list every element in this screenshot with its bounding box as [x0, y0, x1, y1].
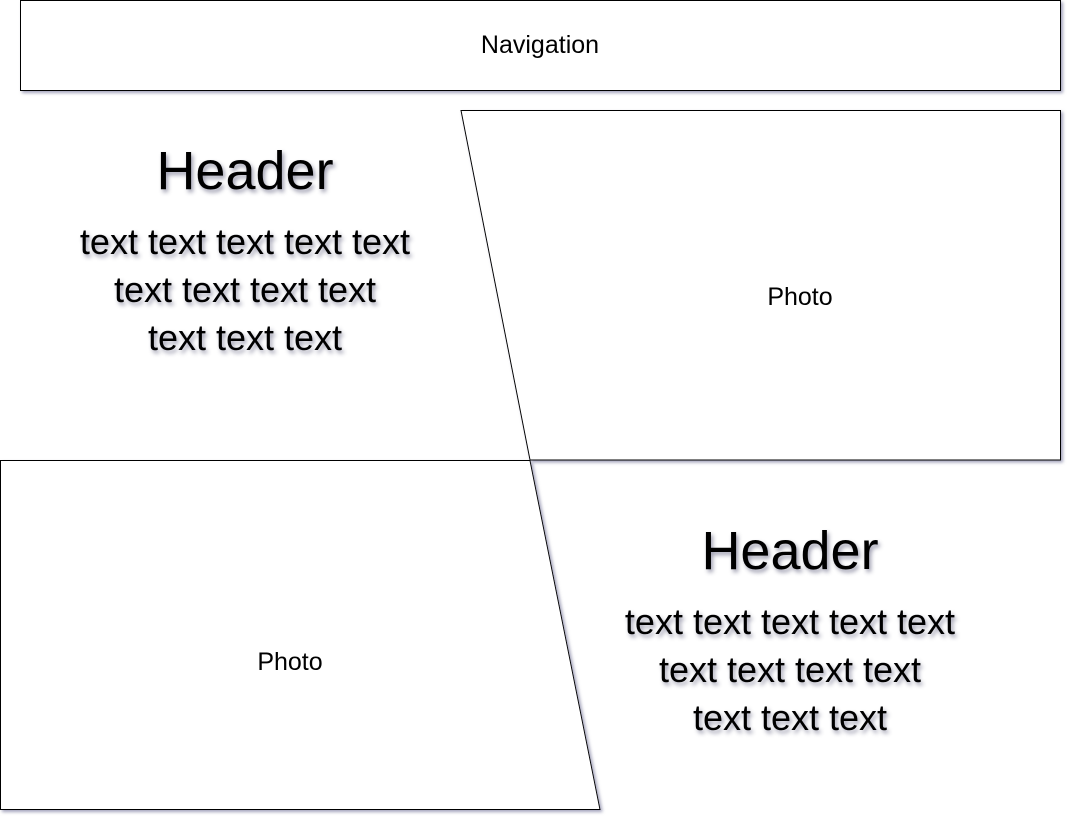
text-block-top: Header text text text text text text tex… [30, 136, 460, 362]
navigation-label: Navigation [480, 31, 600, 59]
text-block-bottom: Header text text text text text text tex… [580, 516, 1000, 742]
photo-box-bottom [0, 460, 601, 810]
body-text-line: text text text text [113, 269, 377, 310]
body-text-line: text text text [692, 697, 888, 738]
section-header-top: Header [156, 141, 334, 201]
photo-label-top: Photo [767, 283, 833, 311]
body-text-line: text text text text text [79, 221, 411, 262]
body-text-line: text text text text [658, 649, 922, 690]
photo-label-bottom: Photo [257, 648, 323, 676]
body-text-line: text text text text text [624, 601, 956, 642]
section-header-bottom: Header [701, 521, 879, 581]
navigation-box [20, 0, 1061, 91]
body-text-line: text text text [147, 317, 343, 358]
photo-box-top [460, 110, 1061, 461]
